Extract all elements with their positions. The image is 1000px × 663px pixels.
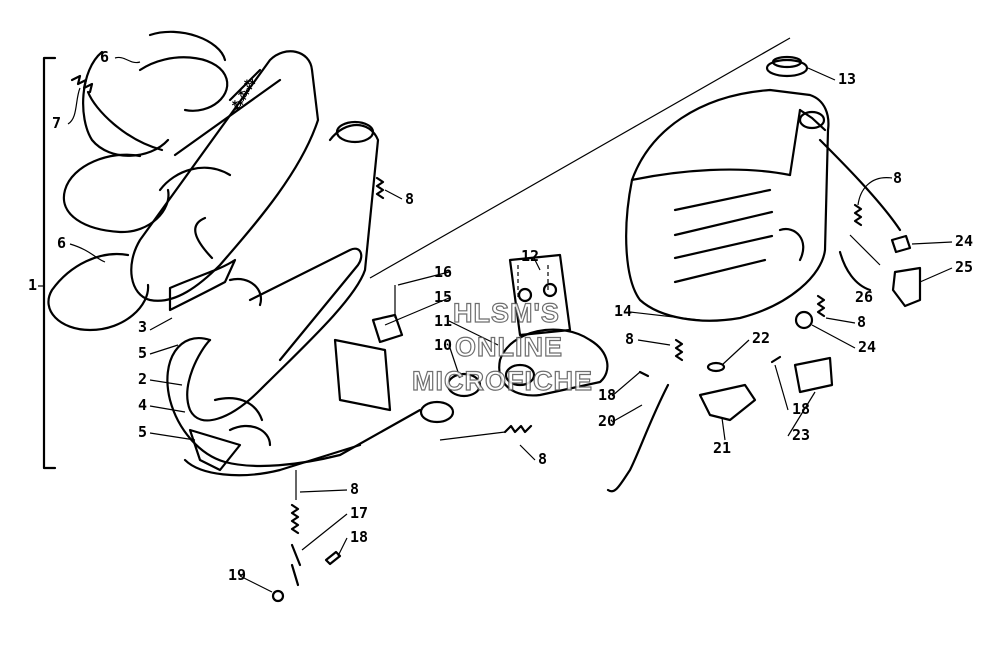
watermark-line-2: ONLINE bbox=[455, 332, 563, 362]
callout-5a: 5 bbox=[138, 344, 147, 362]
screw-18a bbox=[324, 550, 342, 566]
callout-8a: 8 bbox=[405, 190, 414, 208]
cotter-17 bbox=[290, 543, 302, 587]
callout-22: 22 bbox=[752, 329, 770, 347]
callout-3: 3 bbox=[138, 318, 147, 336]
flange-3 bbox=[168, 258, 237, 312]
callout-16: 16 bbox=[434, 263, 452, 281]
callout-4: 4 bbox=[138, 396, 147, 414]
callout-1: 1 bbox=[28, 276, 37, 294]
bracket-plate bbox=[333, 338, 392, 412]
strap-20 bbox=[606, 383, 670, 493]
callout-20: 20 bbox=[598, 412, 616, 430]
tank-ribs bbox=[673, 188, 774, 284]
callout-10: 10 bbox=[434, 336, 452, 354]
callout-12: 12 bbox=[521, 247, 539, 265]
assembly-bracket bbox=[42, 56, 57, 470]
callout-25: 25 bbox=[955, 258, 973, 276]
callout-11: 11 bbox=[434, 312, 452, 330]
callout-6b: 6 bbox=[57, 234, 66, 252]
callout-8b: 8 bbox=[350, 480, 359, 498]
washer-22 bbox=[706, 361, 726, 373]
spring-8f bbox=[816, 294, 826, 318]
callout-17: 17 bbox=[350, 504, 368, 522]
callout-14: 14 bbox=[614, 302, 632, 320]
screw-18c bbox=[770, 355, 782, 364]
leader-lines bbox=[38, 56, 953, 593]
spring-8e bbox=[853, 203, 863, 227]
spring-8c bbox=[503, 424, 533, 434]
callout-13: 13 bbox=[838, 70, 856, 88]
callout-5b: 5 bbox=[138, 423, 147, 441]
callout-2: 2 bbox=[138, 370, 147, 388]
screw-18b bbox=[638, 370, 650, 378]
spring-7 bbox=[70, 74, 94, 94]
expansion-chamber bbox=[166, 120, 455, 477]
callout-19: 19 bbox=[228, 566, 246, 584]
bracket-23 bbox=[793, 356, 834, 394]
spring-8b bbox=[290, 503, 300, 535]
grommet-24b bbox=[794, 310, 814, 330]
reference-line bbox=[369, 37, 791, 279]
callout-7: 7 bbox=[52, 114, 61, 132]
watermark-line-3: MICROFICHE bbox=[412, 366, 593, 396]
tank-cap-13 bbox=[765, 58, 809, 78]
callout-21: 21 bbox=[713, 439, 731, 457]
callout-6a: 6 bbox=[100, 48, 109, 66]
callout-labels: 1 2 3 4 5 5 6 6 7 8 8 8 8 8 8 10 11 12 1… bbox=[28, 48, 973, 593]
oil-tank bbox=[625, 88, 830, 322]
plate-5 bbox=[188, 428, 242, 472]
grommet-24a bbox=[890, 234, 912, 254]
callout-24a: 24 bbox=[955, 232, 973, 250]
watermark: HLSM'S ONLINE MICROFICHE bbox=[411, 297, 593, 396]
muffler-brand-mark: ⁂⁂⁂ bbox=[228, 75, 258, 113]
callout-24b: 24 bbox=[858, 338, 876, 356]
callout-18b: 18 bbox=[598, 386, 616, 404]
oil-tank-assembly bbox=[606, 55, 922, 493]
callout-8c: 8 bbox=[538, 450, 547, 468]
callout-15: 15 bbox=[434, 288, 452, 306]
callout-26: 26 bbox=[855, 288, 873, 306]
washer-19 bbox=[271, 589, 285, 603]
bracket-21 bbox=[698, 383, 757, 422]
spring-rings bbox=[47, 30, 229, 332]
callout-18c: 18 bbox=[792, 400, 810, 418]
exhaust-manifold bbox=[498, 253, 609, 397]
bracket-15 bbox=[371, 313, 404, 344]
gasket-10 bbox=[446, 372, 482, 398]
bracket-25 bbox=[891, 266, 922, 308]
watermark-line-1: HLSM'S bbox=[453, 298, 560, 328]
callout-8e: 8 bbox=[893, 169, 902, 187]
muffler: ⁂⁂⁂ bbox=[130, 50, 320, 302]
hose-26 bbox=[838, 250, 872, 292]
callout-8f: 8 bbox=[857, 313, 866, 331]
callout-8d: 8 bbox=[625, 330, 634, 348]
callout-18a: 18 bbox=[350, 528, 368, 546]
spring-8a bbox=[375, 176, 385, 200]
callout-23: 23 bbox=[792, 426, 810, 444]
spring-8d bbox=[674, 338, 684, 362]
